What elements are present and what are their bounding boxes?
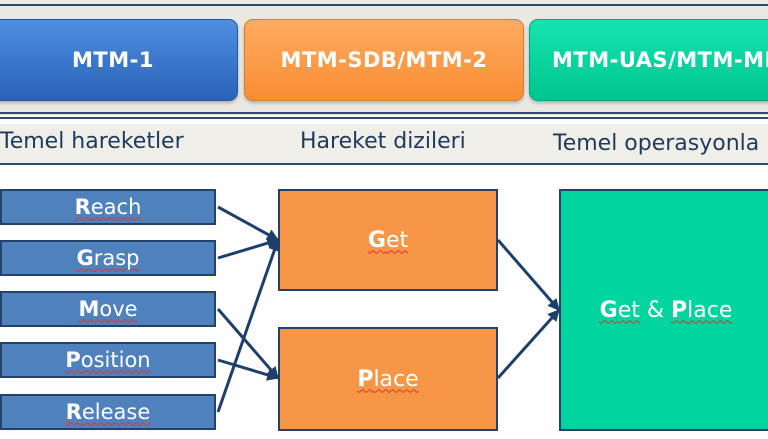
arrow-release-to-get — [216, 238, 281, 413]
motion-reach-text: Reach — [74, 194, 142, 219]
motion-release-text: Release — [65, 399, 151, 424]
motion-reach: Reach — [0, 189, 216, 225]
motion-move: Move — [0, 291, 216, 327]
arrow-get-to-operation — [496, 239, 561, 311]
level-mtm-uas-label: MTM-UAS/MTM-ME — [552, 48, 768, 72]
arrow-move-to-place — [216, 308, 280, 379]
category-basic-operations: Temel operasyonla — [553, 131, 760, 156]
level-mtm1-label: MTM-1 — [72, 48, 154, 72]
arrow-reach-to-get — [217, 205, 280, 242]
sequence-place-text: Place — [357, 366, 419, 392]
arrow-place-to-operation — [496, 308, 561, 380]
motion-position: Position — [0, 342, 216, 378]
arrow-grasp-to-get — [217, 237, 280, 260]
level-mtm2-label: MTM-SDB/MTM-2 — [280, 48, 488, 72]
top-border — [0, 4, 768, 6]
motion-position-text: Position — [65, 347, 151, 372]
motion-grasp: Grasp — [0, 240, 216, 276]
category-band-top-line — [0, 117, 768, 119]
level-mtm1: MTM-1 — [0, 19, 238, 101]
operation-text: Get & Place — [599, 297, 733, 323]
sequence-place: Place — [278, 327, 498, 431]
level-mtm-uas: MTM-UAS/MTM-ME — [529, 19, 768, 101]
category-motion-sequences: Hareket dizileri — [300, 129, 466, 154]
category-basic-motions: Temel hareketler — [0, 129, 184, 154]
category-band — [0, 124, 768, 163]
motion-move-text: Move — [78, 296, 138, 321]
motion-grasp-text: Grasp — [76, 245, 140, 270]
level-mtm2: MTM-SDB/MTM-2 — [244, 19, 524, 101]
operation-get-and-place: Get & Place — [559, 189, 768, 431]
sequence-get-text: Get — [367, 227, 409, 253]
category-band-bottom-line — [0, 163, 768, 165]
arrow-position-to-place — [217, 358, 280, 381]
sequence-get: Get — [278, 189, 498, 291]
level-band-bottom-line — [0, 112, 768, 114]
motion-release: Release — [0, 394, 216, 430]
